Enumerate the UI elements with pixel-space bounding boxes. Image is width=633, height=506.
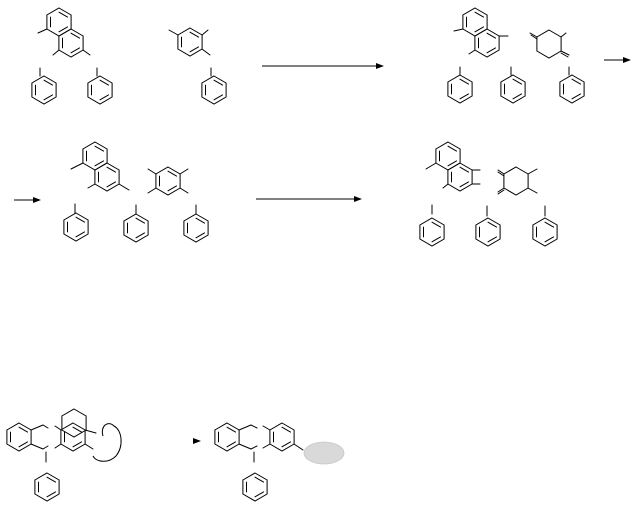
continue-arrow — [604, 57, 631, 63]
phenyl-group — [123, 204, 149, 243]
product-2 — [425, 141, 538, 196]
phenyl-group — [447, 66, 473, 104]
xylene-reactant — [168, 27, 211, 57]
phenyl-group — [419, 204, 445, 247]
phenyl-group — [87, 67, 113, 105]
tricyclic-product — [214, 422, 304, 452]
reaction-arrow — [256, 196, 362, 202]
intermediate-1 — [453, 7, 570, 59]
phenyl-group — [532, 205, 558, 247]
row-2 — [14, 141, 558, 247]
row-1 — [31, 7, 631, 105]
phenyl-group — [242, 451, 268, 502]
naphthalene-reactant — [37, 7, 91, 58]
curved-arrow-ring — [92, 423, 122, 462]
reaction-arrow — [262, 63, 384, 69]
phenyl-group — [559, 66, 585, 104]
phenyl-group — [500, 66, 526, 104]
intermediate-2 — [70, 141, 189, 196]
row-3 — [6, 408, 345, 502]
tricyclic-reactant — [6, 408, 97, 452]
gray-substituent-blob — [303, 441, 345, 465]
phenyl-group — [201, 67, 227, 105]
phenyl-group — [63, 203, 89, 242]
continue-arrow — [14, 197, 41, 203]
phenyl-group — [183, 204, 209, 243]
phenyl-group — [475, 205, 501, 247]
reaction-arrow — [193, 438, 201, 444]
phenyl-group — [31, 67, 57, 105]
phenyl-group — [34, 451, 60, 502]
